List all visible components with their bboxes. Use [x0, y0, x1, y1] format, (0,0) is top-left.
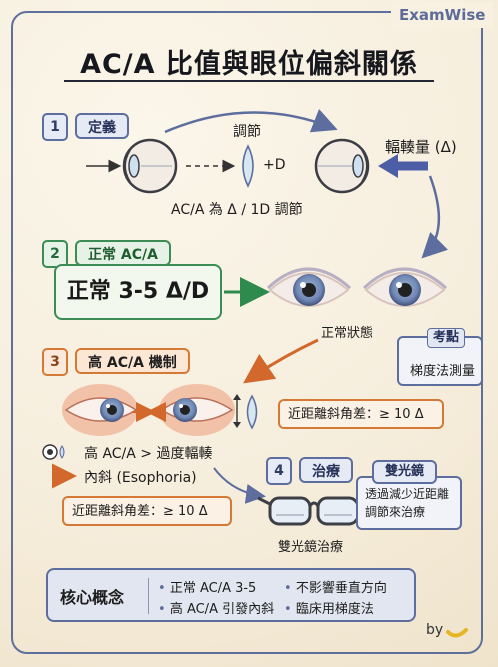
legend-high-aca: 高 AC/A > 過度輻輳 — [84, 446, 213, 462]
section1-label: 定義 — [75, 113, 129, 139]
bifocal-title: 雙光鏡 — [372, 460, 438, 484]
bifocal-line1: 透過減少近距離 — [365, 487, 450, 501]
lens-icon — [242, 144, 254, 188]
lens-icon-small — [246, 394, 258, 430]
to-treatment-arrow — [213, 467, 266, 504]
section3-number: 3 — [42, 348, 68, 376]
to-high-aca-arrow — [243, 338, 319, 384]
to-normal-arrow — [421, 175, 448, 259]
key-point-box: 考點 梯度法測量 — [397, 328, 483, 386]
key-point-text: 梯度法測量 — [410, 364, 476, 379]
near-angle-box-right: 近距離斜角差：≥ 10 Δ — [278, 399, 444, 429]
credit-text: by — [426, 622, 444, 638]
section2-label: 正常 AC/A — [75, 240, 171, 266]
core-item-4: • 臨床用梯度法 — [284, 602, 374, 617]
core-item-2: • 不影響垂直方向 — [284, 581, 387, 596]
legend-esophoria: 內斜 (Esophoria) — [84, 470, 197, 486]
core-item-1: • 正常 AC/A 3-5 — [158, 581, 257, 596]
bifocal-line2: 調節來治療 — [365, 505, 426, 519]
title-underline — [64, 80, 434, 82]
bifocal-glasses-icon — [257, 496, 371, 526]
page-title: AC/A 比值與眼位偏斜關係 — [80, 49, 418, 80]
left-eye-diagram — [86, 138, 178, 194]
aca-formula: AC/A 為 Δ / 1D 調節 — [171, 202, 303, 218]
right-eye-diagram — [314, 138, 370, 194]
page-frame — [11, 11, 483, 654]
section4-number: 4 — [266, 457, 292, 485]
brand-logo: ExamWise — [391, 2, 494, 28]
core-item-3: • 高 AC/A 引發內斜 — [158, 602, 275, 617]
high-aca-eyes — [62, 384, 235, 436]
core-divider — [148, 578, 149, 614]
accommodation-arc-arrow — [164, 109, 338, 134]
lens-power-label: +D — [263, 157, 286, 173]
section3-label: 高 AC/A 機制 — [75, 348, 190, 374]
bifocal-box: 透過減少近距離 調節來治療 — [356, 476, 462, 530]
near-angle-box-left: 近距離斜角差：≥ 10 Δ — [62, 496, 232, 526]
section1-number: 1 — [42, 113, 68, 141]
accommodation-label: 調節 — [233, 124, 261, 140]
normal-state-caption: 正常狀態 — [321, 326, 374, 341]
key-point-title: 考點 — [427, 328, 465, 348]
normal-eyes — [266, 267, 448, 307]
banana-icon — [446, 628, 468, 638]
normal-aca-value-box: 正常 3-5 Δ/D — [54, 264, 222, 320]
section4-label: 治療 — [299, 457, 353, 483]
core-concept-box: 核心概念 • 正常 AC/A 3-5 • 不影響垂直方向 • 高 AC/A 引發… — [46, 568, 416, 622]
core-concept-title: 核心概念 — [60, 588, 125, 607]
glasses-caption: 雙光鏡治療 — [278, 540, 344, 555]
convergence-label: 輻輳量 (Δ) — [385, 138, 457, 156]
